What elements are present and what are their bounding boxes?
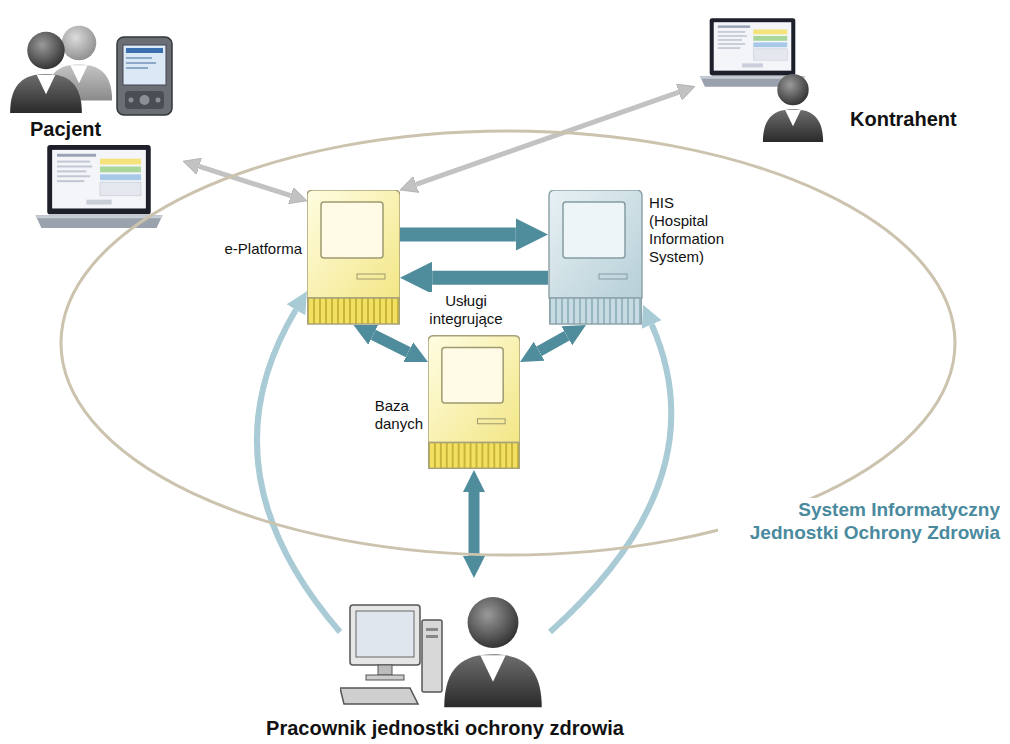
patient-group: Pacjent (5, 15, 183, 230)
server-icon (307, 190, 400, 325)
edge-label-holder: Usługi integrujące (427, 292, 504, 328)
node-label: HIS (Hospital Information System) (649, 194, 735, 266)
system-title: System Informatyczny Jednostki Ochrony Z… (718, 498, 1002, 546)
connector-arrow (400, 228, 516, 242)
desktop-computer-icon (340, 605, 442, 704)
database-server: Baza danych (428, 335, 520, 470)
connector-arrow (468, 492, 479, 556)
server-icon (548, 190, 643, 325)
node-label: Baza danych (375, 397, 423, 433)
person-icon (10, 32, 82, 113)
edge-label: Usługi integrujące (427, 292, 504, 328)
connector-arrow (373, 335, 408, 352)
employee-group: Pracownik jednostki ochrony zdrowia (340, 578, 550, 713)
connector-arrow (539, 336, 567, 351)
system-boundary: System Informatyczny Jednostki Ochrony Z… (58, 128, 958, 558)
node-label: e-Platforma (224, 240, 302, 258)
his-server: HIS (Hospital Information System) (548, 190, 643, 325)
node-label: Pacjent (30, 117, 101, 141)
person-icon (763, 74, 823, 142)
database-server-icon (428, 335, 520, 470)
phone-icon (117, 37, 172, 115)
connector-arrow (257, 310, 340, 632)
node-label: Pracownik jednostki ochrony zdrowia (266, 716, 624, 740)
platform-server: e-Platforma (307, 190, 400, 325)
connector-arrow (416, 92, 679, 184)
contractor-group: Kontrahent (695, 15, 995, 145)
connector-arrow (550, 325, 671, 632)
person-icon (444, 597, 542, 707)
node-label: Kontrahent (850, 107, 957, 131)
employee-illustration (340, 578, 550, 713)
laptop-icon (36, 145, 163, 228)
connector-arrow (432, 271, 548, 285)
